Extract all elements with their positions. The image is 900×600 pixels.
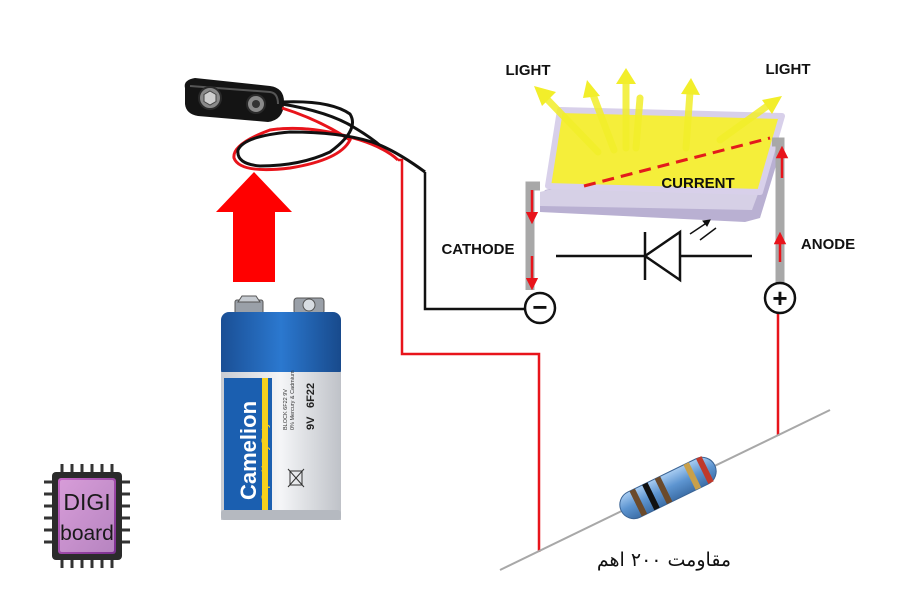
red-wire: [398, 158, 541, 552]
light-label-left: LIGHT: [506, 62, 551, 79]
battery-voltage: 9V: [305, 416, 317, 430]
light-label-right: LIGHT: [766, 61, 811, 78]
digiboard-logo: DIGI board: [44, 464, 130, 568]
battery-brand: Camelion: [236, 401, 261, 500]
logo-line1: DIGI: [63, 489, 110, 515]
cathode-terminal: −: [523, 291, 557, 325]
battery-subtitle: Super Heavy Duty: [260, 423, 270, 500]
anode-terminal: +: [763, 281, 797, 315]
connect-arrow: [216, 172, 292, 282]
recycle-bin-icon: [287, 468, 305, 488]
circuit-wires: [398, 158, 780, 552]
battery-model: 6F22: [305, 383, 317, 408]
cathode-lead: [525, 181, 540, 290]
cathode-label: CATHODE: [441, 241, 514, 258]
battery-9v: Camelion Super Heavy Duty BLOCK 6F22 9V …: [221, 295, 341, 520]
battery-fine-print-2: 0% Mercury & Cadmium: [290, 370, 296, 430]
logo-line2: board: [60, 522, 114, 545]
led-symbol: [556, 219, 752, 283]
current-label: CURRENT: [661, 175, 734, 192]
resistor: [499, 409, 831, 571]
resistor-caption: مقاومت ۲۰۰ اهم: [597, 549, 731, 571]
led-chip: [525, 107, 785, 290]
anode-label: ANODE: [801, 236, 855, 253]
battery-fine-print-1: BLOCK 6F22 9V: [283, 389, 289, 430]
light-rays: [534, 68, 782, 156]
black-wire: [423, 172, 524, 311]
battery-snap-connector: [184, 78, 426, 174]
plus-symbol: +: [772, 283, 787, 313]
minus-symbol: −: [532, 292, 547, 322]
current-path: [525, 136, 789, 291]
